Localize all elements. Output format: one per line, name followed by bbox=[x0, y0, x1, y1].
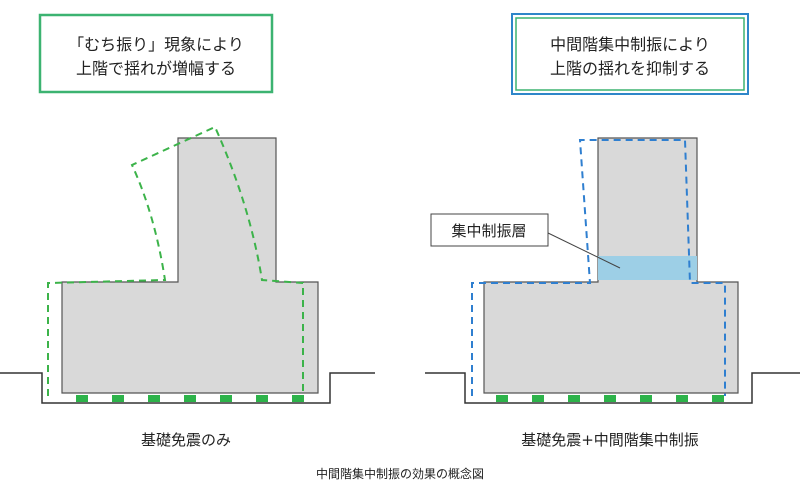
left-caption: 基礎免震のみ bbox=[141, 431, 231, 449]
layer-label: 集中制振層 bbox=[451, 222, 526, 240]
right-callout-line1: 中間階集中制振により bbox=[550, 35, 710, 54]
right-callout-box-inner bbox=[515, 17, 745, 91]
isolator bbox=[640, 395, 652, 402]
left-callout-box bbox=[38, 13, 274, 94]
isolator bbox=[532, 395, 544, 402]
isolator bbox=[676, 395, 688, 402]
right-ground-line bbox=[425, 372, 800, 404]
isolator bbox=[496, 395, 508, 402]
damping-layer bbox=[598, 256, 697, 280]
isolator bbox=[712, 395, 724, 402]
isolator bbox=[220, 395, 232, 402]
left-callout-line1: 「むち振り」現象により bbox=[68, 35, 244, 54]
right-isolators bbox=[496, 395, 724, 402]
isolator bbox=[568, 395, 580, 402]
isolator bbox=[184, 395, 196, 402]
isolator bbox=[604, 395, 616, 402]
isolator bbox=[292, 395, 304, 402]
right-caption: 基礎免震+中間階集中制振 bbox=[521, 431, 699, 449]
isolator bbox=[76, 395, 88, 402]
left-panel: 「むち振り」現象により 上階で揺れが増幅する 基礎免震のみ bbox=[0, 13, 375, 449]
right-panel: 中間階集中制振により 上階の揺れを抑制する 集中制振層 基礎免震+中間階集中制振 bbox=[425, 13, 800, 449]
footer-caption: 中間階集中制振の効果の概念図 bbox=[316, 466, 484, 481]
left-ground-line bbox=[0, 372, 375, 404]
left-isolators bbox=[76, 395, 304, 402]
right-callout-line2: 上階の揺れを抑制する bbox=[550, 59, 710, 78]
layer-leader-line bbox=[545, 231, 621, 269]
right-callout-box-outer bbox=[511, 13, 749, 95]
isolator bbox=[148, 395, 160, 402]
left-building bbox=[61, 137, 319, 394]
isolator bbox=[112, 395, 124, 402]
right-deformed-outline bbox=[471, 139, 726, 396]
layer-label-box bbox=[430, 213, 549, 247]
isolator bbox=[256, 395, 268, 402]
left-callout-line2: 上階で揺れが増幅する bbox=[76, 59, 236, 78]
